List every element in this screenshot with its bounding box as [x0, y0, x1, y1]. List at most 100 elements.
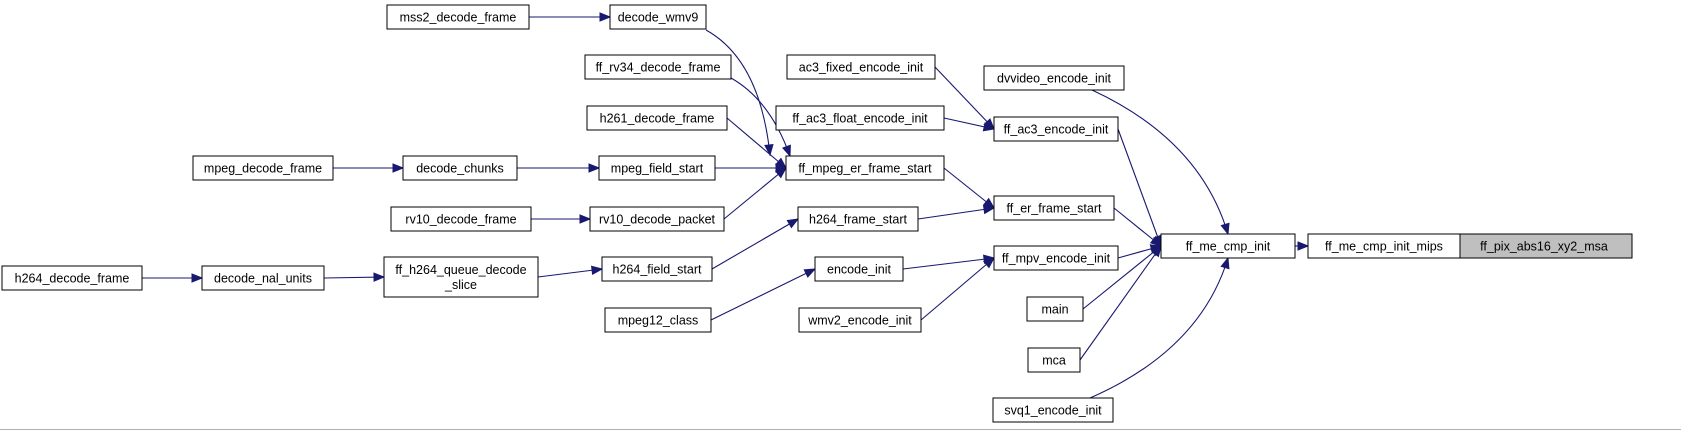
arrowhead-icon [392, 163, 405, 173]
edge-mpeg12-class-to-encode-init [710, 268, 817, 321]
node-label: h264_decode_frame [15, 272, 130, 286]
node-label: _slice [444, 278, 477, 292]
node-box [598, 155, 716, 181]
node-ff-ac3-encode-init[interactable]: ff_ac3_encode_init [993, 116, 1119, 142]
node-box [993, 195, 1115, 221]
node-label: h264_field_start [613, 263, 702, 277]
edges-layer [142, 12, 1467, 399]
node-label: dvvideo_encode_init [997, 72, 1112, 86]
node-label: mpeg_decode_frame [204, 162, 322, 176]
node-ff-pix-abs16-xy2-msa[interactable]: ff_pix_abs16_xy2_msa [1455, 233, 1633, 259]
node-label: ff_er_frame_start [1007, 202, 1102, 216]
edge-line [917, 207, 995, 220]
node-box [993, 245, 1119, 271]
edge-line [705, 29, 771, 156]
edge-line [1089, 257, 1229, 399]
edge-mpeg-decode-frame-to-decode-chunks [333, 163, 405, 173]
node-box [601, 256, 713, 282]
node-mpeg-decode-frame[interactable]: mpeg_decode_frame [192, 155, 334, 181]
node-box [786, 54, 936, 80]
node-ff-er-frame-start[interactable]: ff_er_frame_start [993, 195, 1115, 221]
node-ff-rv34-decode-frame[interactable]: ff_rv34_decode_frame [584, 54, 732, 80]
node-box [1307, 233, 1461, 259]
node-ff-mpeg-er-frame-start[interactable]: ff_mpeg_er_frame_start [785, 155, 945, 181]
node-label: ff_mpeg_er_frame_start [798, 162, 932, 176]
node-label: ff_ac3_float_encode_init [792, 112, 928, 126]
edge-ff-er-frame-start-to-ff-me-cmp-init [1113, 207, 1163, 247]
node-h264-decode-frame[interactable]: h264_decode_frame [1, 265, 143, 291]
node-box [798, 307, 922, 333]
node-box [814, 256, 904, 282]
node-ff-me-cmp-init-mips[interactable]: ff_me_cmp_init_mips [1307, 233, 1461, 259]
arrowhead-icon [588, 163, 601, 173]
edge-line [1079, 245, 1162, 361]
node-decode-wmv9[interactable]: decode_wmv9 [609, 4, 707, 30]
arrowhead-icon [982, 204, 996, 215]
edge-line [537, 268, 603, 278]
node-box [201, 265, 325, 291]
node-h261-decode-frame[interactable]: h261_decode_frame [586, 105, 728, 131]
arrowhead-icon [764, 144, 774, 157]
arrowhead-icon [1149, 235, 1163, 247]
node-label: mpeg_field_start [611, 162, 704, 176]
node-box [992, 397, 1114, 423]
node-encode-init[interactable]: encode_init [814, 256, 904, 282]
node-label: decode_wmv9 [618, 11, 699, 25]
node-box [584, 54, 732, 80]
node-rv10-decode-packet[interactable]: rv10_decode_packet [589, 206, 725, 232]
arrowhead-icon [982, 257, 996, 269]
node-box [192, 155, 334, 181]
node-h264-field-start[interactable]: h264_field_start [601, 256, 713, 282]
node-box [1455, 233, 1633, 259]
arrowhead-icon [803, 268, 817, 278]
arrowhead-icon [1220, 222, 1230, 236]
node-label: decode_chunks [416, 162, 504, 176]
node-mpeg-field-start[interactable]: mpeg_field_start [598, 155, 716, 181]
edge-line [710, 268, 816, 321]
node-ff-me-cmp-init[interactable]: ff_me_cmp_init [1160, 233, 1296, 259]
bottom-divider [0, 429, 1681, 430]
arrowhead-icon [599, 12, 612, 22]
node-dvvideo-encode-init[interactable]: dvvideo_encode_init [983, 65, 1125, 91]
edge-line [1082, 245, 1162, 310]
node-ff-mpv-encode-init[interactable]: ff_mpv_encode_init [993, 245, 1119, 271]
node-ff-h264-queue-decode-slice[interactable]: ff_h264_queue_decode_slice [383, 256, 539, 298]
node-ac3-fixed-encode-init[interactable]: ac3_fixed_encode_init [786, 54, 936, 80]
edge-h264-field-start-to-h264-frame-start [711, 218, 800, 270]
node-label: rv10_decode_packet [599, 213, 716, 227]
arrowhead-icon [191, 273, 204, 283]
node-wmv2-encode-init[interactable]: wmv2_encode_init [798, 307, 922, 333]
node-ff-ac3-float-encode-init[interactable]: ff_ac3_float_encode_init [775, 105, 945, 131]
node-main[interactable]: main [1026, 296, 1084, 322]
node-label: h264_frame_start [809, 213, 908, 227]
edge-rv10-decode-packet-to-ff-mpeg-er-frame-start [723, 167, 788, 220]
edge-line [1117, 128, 1162, 247]
edge-mca-to-ff-me-cmp-init [1079, 244, 1162, 361]
node-box [586, 105, 728, 131]
edge-encode-init-to-ff-mpv-encode-init [902, 254, 996, 270]
node-decode-chunks[interactable]: decode_chunks [402, 155, 518, 181]
node-box [993, 116, 1119, 142]
node-box [402, 155, 518, 181]
edge-line [1091, 89, 1229, 235]
node-decode-nal-units[interactable]: decode_nal_units [201, 265, 325, 291]
node-mss2-decode-frame[interactable]: mss2_decode_frame [386, 4, 530, 30]
node-mca[interactable]: mca [1027, 347, 1081, 373]
edge-line [711, 218, 799, 270]
node-label: ff_pix_abs16_xy2_msa [1480, 240, 1608, 254]
edge-rv10-decode-frame-to-rv10-decode-packet [531, 214, 592, 224]
node-box [609, 4, 707, 30]
node-h264-frame-start[interactable]: h264_frame_start [797, 206, 919, 232]
arrowhead-icon [786, 218, 800, 229]
node-svq1-encode-init[interactable]: svq1_encode_init [992, 397, 1114, 423]
node-box [1, 265, 143, 291]
node-mpeg12-class[interactable]: mpeg12_class [604, 307, 712, 333]
edge-line [902, 257, 995, 270]
edge-line [726, 117, 787, 169]
edge-svq1-encode-init-to-ff-me-cmp-init [1089, 256, 1230, 399]
node-rv10-decode-frame[interactable]: rv10_decode_frame [390, 206, 532, 232]
arrowhead-icon [590, 265, 604, 276]
node-box [983, 65, 1125, 91]
node-label: ff_h264_queue_decode [395, 263, 526, 277]
